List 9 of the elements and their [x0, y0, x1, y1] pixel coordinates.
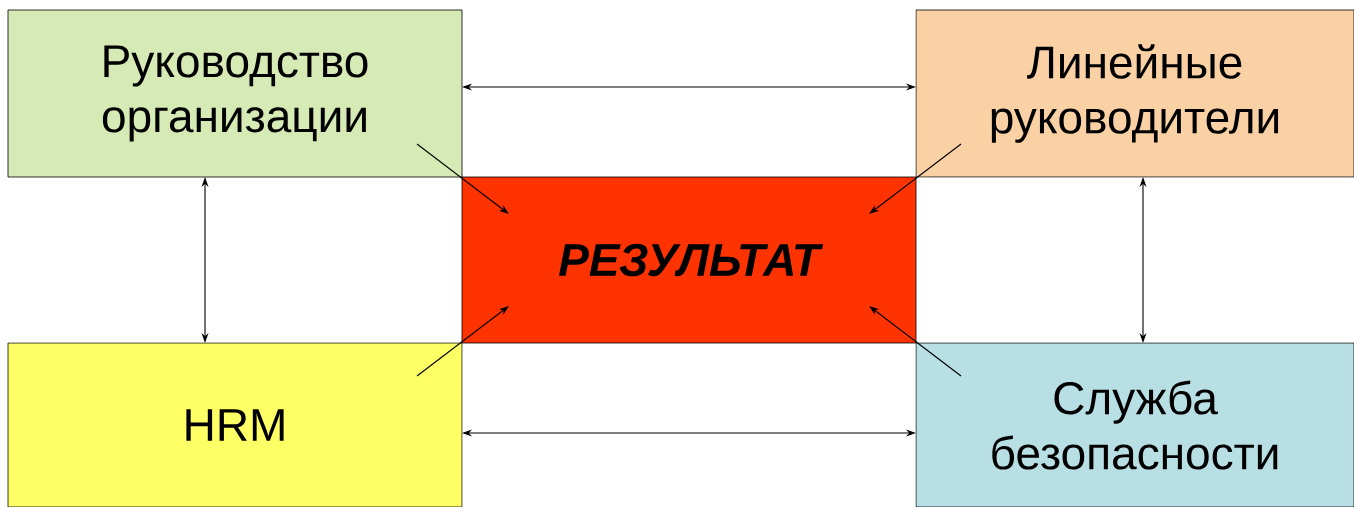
arrow: [869, 143, 962, 214]
process-box: HRM: [7, 342, 463, 507]
arrow: [416, 306, 509, 377]
arrow: [869, 306, 962, 377]
process-box: Служба безопасности: [915, 342, 1354, 507]
process-box: Руководство организации: [7, 9, 463, 178]
result-box: РЕЗУЛЬТАТ: [461, 176, 917, 344]
process-box: Линейные руководители: [915, 9, 1354, 178]
arrow: [416, 143, 509, 214]
